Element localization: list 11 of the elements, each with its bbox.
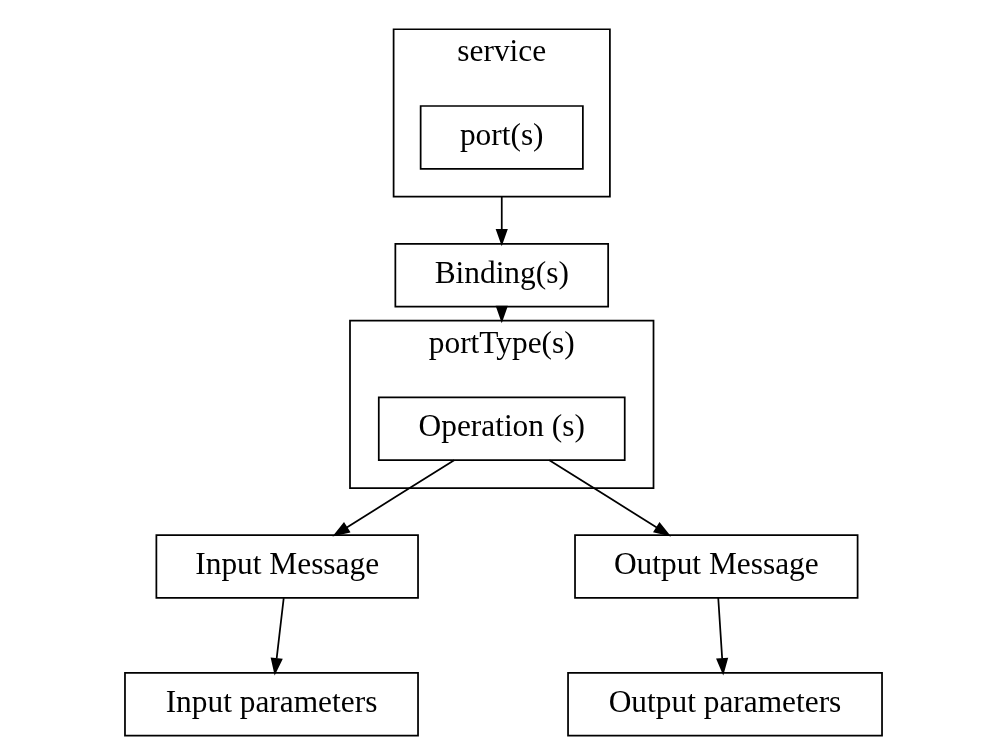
arrow	[716, 597, 729, 676]
node-box: Operation (s)	[377, 396, 626, 461]
arrow	[495, 195, 508, 247]
arrow	[548, 459, 672, 537]
node-box: Output Message	[574, 534, 859, 599]
arrow	[332, 459, 455, 537]
node-box: port(s)	[419, 105, 584, 170]
arrow	[270, 597, 285, 676]
node-box: Input parameters	[124, 672, 419, 737]
node-box: Output parameters	[567, 672, 883, 737]
node-box: Input Message	[155, 534, 419, 599]
